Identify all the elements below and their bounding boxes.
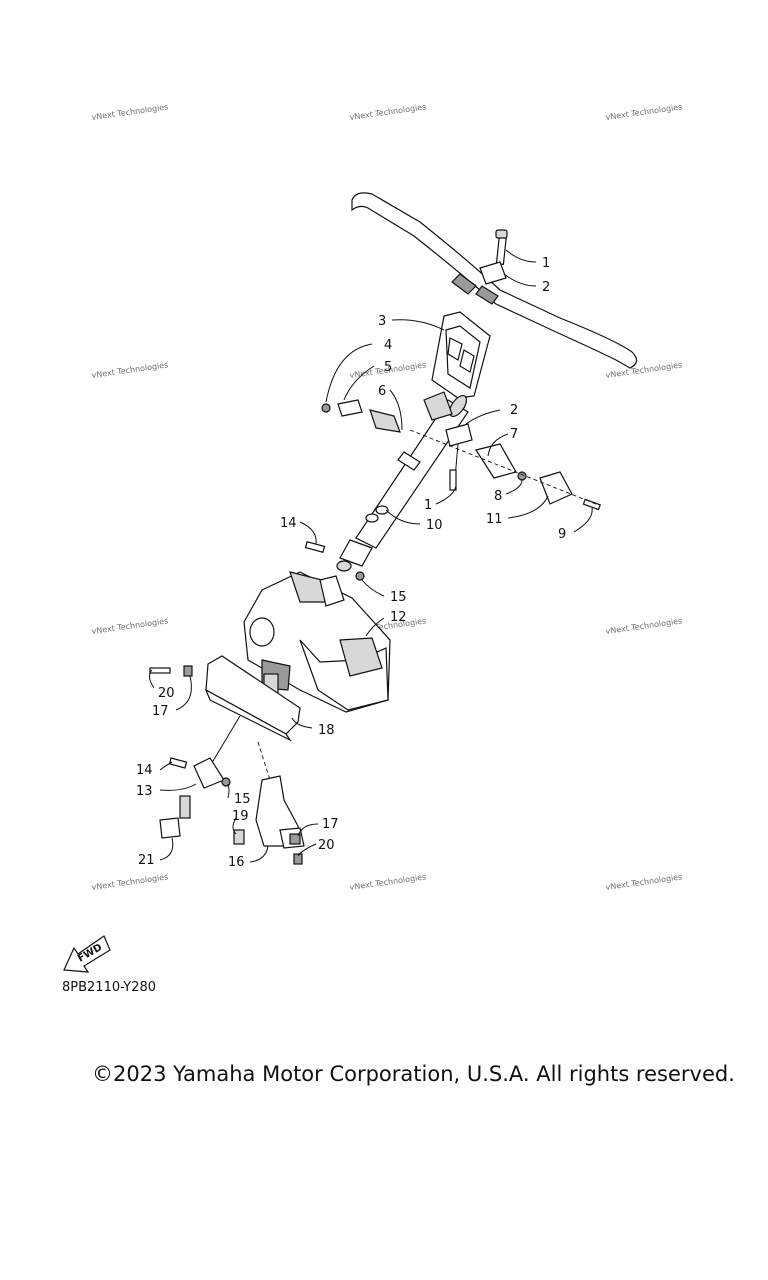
leader-lines bbox=[148, 249, 593, 863]
watermark: vNext Technologies bbox=[91, 360, 169, 380]
upper-joint-bolt bbox=[304, 541, 365, 581]
mounting-bracket bbox=[204, 655, 301, 742]
callout-2: 2 bbox=[542, 280, 550, 295]
callout-17: 17 bbox=[152, 704, 169, 719]
callout-1: 1 bbox=[542, 256, 550, 271]
lower-joint bbox=[159, 715, 271, 839]
fwd-arrow-icon: FWD bbox=[63, 935, 111, 973]
callout-20: 20 bbox=[158, 686, 175, 701]
callout-11: 11 bbox=[486, 512, 503, 527]
callout-2b: 2 bbox=[510, 403, 518, 418]
callout-18: 18 bbox=[318, 723, 335, 738]
callout-21: 21 bbox=[138, 853, 155, 868]
power-steering-unit bbox=[243, 571, 391, 713]
watermark: vNext Technologies bbox=[605, 616, 683, 636]
watermark: vNext Technologies bbox=[349, 102, 427, 122]
callout-15: 15 bbox=[390, 590, 407, 605]
copyright-notice: ©2023 Yamaha Motor Corporation, U.S.A. A… bbox=[92, 1062, 735, 1086]
callout-19: 19 bbox=[232, 809, 249, 824]
watermark: vNext Technologies bbox=[91, 102, 169, 122]
callout-7: 7 bbox=[510, 427, 518, 442]
callout-5: 5 bbox=[384, 360, 392, 375]
watermark: vNext Technologies bbox=[605, 360, 683, 380]
callout-17b: 17 bbox=[322, 817, 339, 832]
steering-column bbox=[336, 391, 469, 572]
callout-10: 10 bbox=[426, 518, 443, 533]
watermark: vNext Technologies bbox=[349, 872, 427, 892]
callout-12: 12 bbox=[390, 610, 407, 625]
callout-20b: 20 bbox=[318, 838, 335, 853]
cable-end-parts bbox=[321, 399, 401, 433]
upper-handlebar-holder bbox=[479, 261, 507, 285]
watermark: vNext Technologies bbox=[91, 616, 169, 636]
callout-14: 14 bbox=[280, 516, 297, 531]
handlebar bbox=[351, 192, 638, 369]
watermark: vNext Technologies bbox=[605, 872, 683, 892]
handlebar-riser bbox=[431, 311, 491, 399]
upper-holder-bolt bbox=[495, 229, 508, 265]
callout-1b: 1 bbox=[424, 498, 432, 513]
callout-9: 9 bbox=[558, 527, 566, 542]
callout-14b: 14 bbox=[136, 763, 153, 778]
callout-15b: 15 bbox=[234, 792, 251, 807]
callout-13: 13 bbox=[136, 784, 153, 799]
callout-6: 6 bbox=[378, 384, 386, 399]
callouts: 1 2 3 4 5 6 2 7 1 8 11 9 14 10 15 12 20 … bbox=[136, 256, 566, 870]
bracket-left-fasteners bbox=[149, 665, 193, 677]
watermark: vNext Technologies bbox=[605, 102, 683, 122]
callout-16: 16 bbox=[228, 855, 245, 870]
watermark: vNext Technologies bbox=[91, 872, 169, 892]
lower-handlebar-holder bbox=[445, 423, 473, 491]
diagram-code: 8PB2110-Y280 bbox=[62, 980, 157, 995]
lower-bracket bbox=[233, 775, 305, 865]
callout-3: 3 bbox=[378, 314, 386, 329]
callout-4: 4 bbox=[384, 338, 392, 353]
callout-8: 8 bbox=[494, 489, 502, 504]
